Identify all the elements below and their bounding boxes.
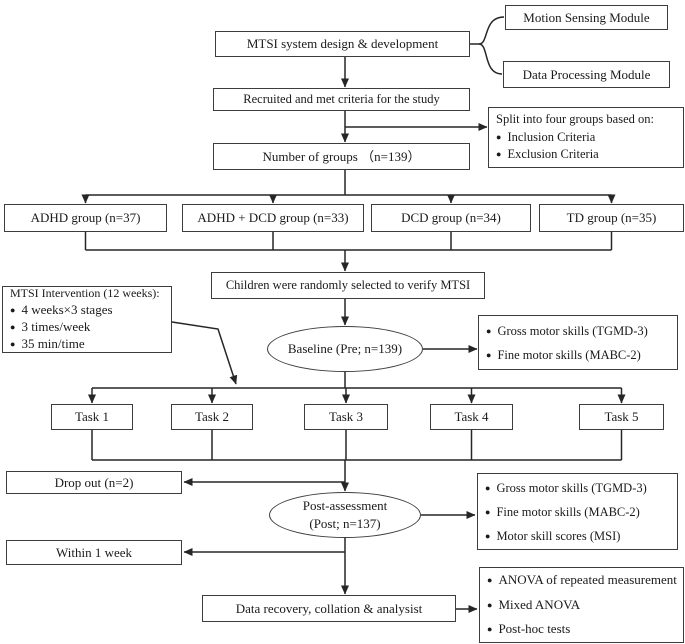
box-mtsi-intervention: MTSI Intervention (12 weeks): 4 weeks×3 … <box>2 286 172 353</box>
intervention-item: 3 times/week <box>10 319 90 336</box>
box-post-measures: Gross motor skills (TGMD-3) Fine motor s… <box>477 473 678 550</box>
box-within-week: Within 1 week <box>6 540 182 565</box>
analysis-item: Post-hoc tests <box>487 617 570 642</box>
box-task-2: Task 2 <box>171 404 253 430</box>
pre-measure-item: Gross motor skills (TGMD-3) <box>486 319 647 343</box>
box-split-criteria: Split into four groups based on: Inclusi… <box>488 107 684 168</box>
box-task-1: Task 1 <box>51 404 133 430</box>
post-measure-item: Gross motor skills (TGMD-3) <box>485 476 646 500</box>
box-number-of-groups: Number of groups （n=139） <box>213 143 470 170</box>
arrow-intervention-to-tasks <box>171 321 238 385</box>
box-analyses: ANOVA of repeated measurement Mixed ANOV… <box>479 567 684 643</box>
box-children-selected: Children were randomly selected to verif… <box>211 272 485 299</box>
analysis-item: Mixed ANOVA <box>487 593 580 618</box>
intervention-title: MTSI Intervention (12 weeks): <box>10 286 160 301</box>
ellipse-post-assessment: Post-assessment (Post; n=137) <box>269 492 421 538</box>
brace-upper <box>478 16 505 45</box>
pre-measure-item: Fine motor skills (MABC-2) <box>486 343 640 367</box>
brace-lower <box>478 43 503 75</box>
box-recruited: Recruited and met criteria for the study <box>213 88 470 111</box>
intervention-item: 4 weeks×3 stages <box>10 302 112 319</box>
box-data-processing-module: Data Processing Module <box>503 61 670 88</box>
brace-to-modules <box>470 16 505 75</box>
post-measure-item: Motor skill scores (MSI) <box>485 524 620 548</box>
box-dropout: Drop out (n=2) <box>6 471 182 494</box>
split-criteria-title: Split into four groups based on: <box>496 111 654 126</box>
box-group-dcd: DCD group (n=34) <box>371 204 531 232</box>
ellipse-baseline: Baseline (Pre; n=139) <box>267 326 423 372</box>
split-criteria-item: Inclusion Criteria <box>496 129 595 147</box>
flow-arrows <box>81 57 626 613</box>
box-group-td: TD group (n=35) <box>539 204 684 232</box>
box-data-recovery: Data recovery, collation & analysist <box>202 595 456 622</box>
box-group-adhd-dcd: ADHD + DCD group (n=33) <box>182 204 364 232</box>
intervention-item: 35 min/time <box>10 336 84 353</box>
post-assessment-line2: (Post; n=137) <box>309 516 381 531</box>
post-assessment-line1: Post-assessment <box>302 498 388 514</box>
box-task-5: Task 5 <box>579 404 664 430</box>
box-task-4: Task 4 <box>430 404 513 430</box>
split-criteria-item: Exclusion Criteria <box>496 146 598 164</box>
post-measure-item: Fine motor skills (MABC-2) <box>485 500 639 524</box>
box-mtsi-system: MTSI system design & development <box>215 31 470 57</box>
box-motion-sensing-module: Motion Sensing Module <box>505 5 668 30</box>
analysis-item: ANOVA of repeated measurement <box>487 568 676 593</box>
box-group-adhd: ADHD group (n=37) <box>4 204 167 232</box>
box-pre-measures: Gross motor skills (TGMD-3) Fine motor s… <box>478 315 678 370</box>
box-task-3: Task 3 <box>304 404 388 430</box>
